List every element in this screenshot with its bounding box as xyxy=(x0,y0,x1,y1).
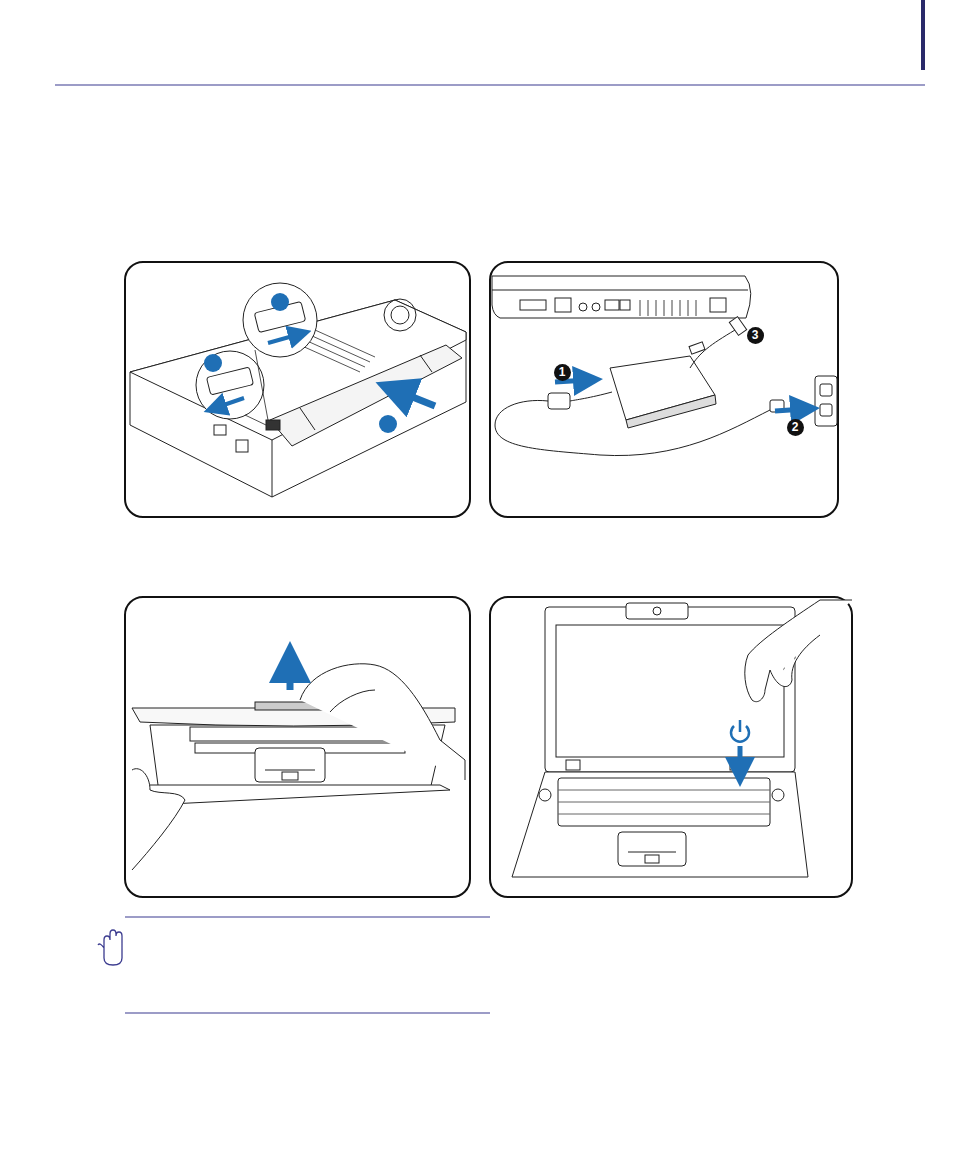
panel-frames xyxy=(125,262,852,897)
power-symbol xyxy=(731,720,749,772)
open-lid-illustration xyxy=(132,664,465,870)
warning-hand-icon xyxy=(98,930,122,965)
header-rule xyxy=(55,84,925,85)
note-rule xyxy=(125,916,490,917)
battery-illustration xyxy=(130,283,466,497)
callout-number: 2 xyxy=(787,419,804,436)
power-on-illustration xyxy=(512,600,852,877)
page-tab xyxy=(921,0,925,70)
note-rule xyxy=(125,1012,490,1013)
callout-number: 1 xyxy=(554,364,571,381)
lift-arrow xyxy=(287,662,294,690)
power-arrows xyxy=(555,380,805,411)
power-illustration xyxy=(492,276,837,456)
battery-arrows xyxy=(204,293,435,433)
callout-number: 3 xyxy=(747,327,764,344)
